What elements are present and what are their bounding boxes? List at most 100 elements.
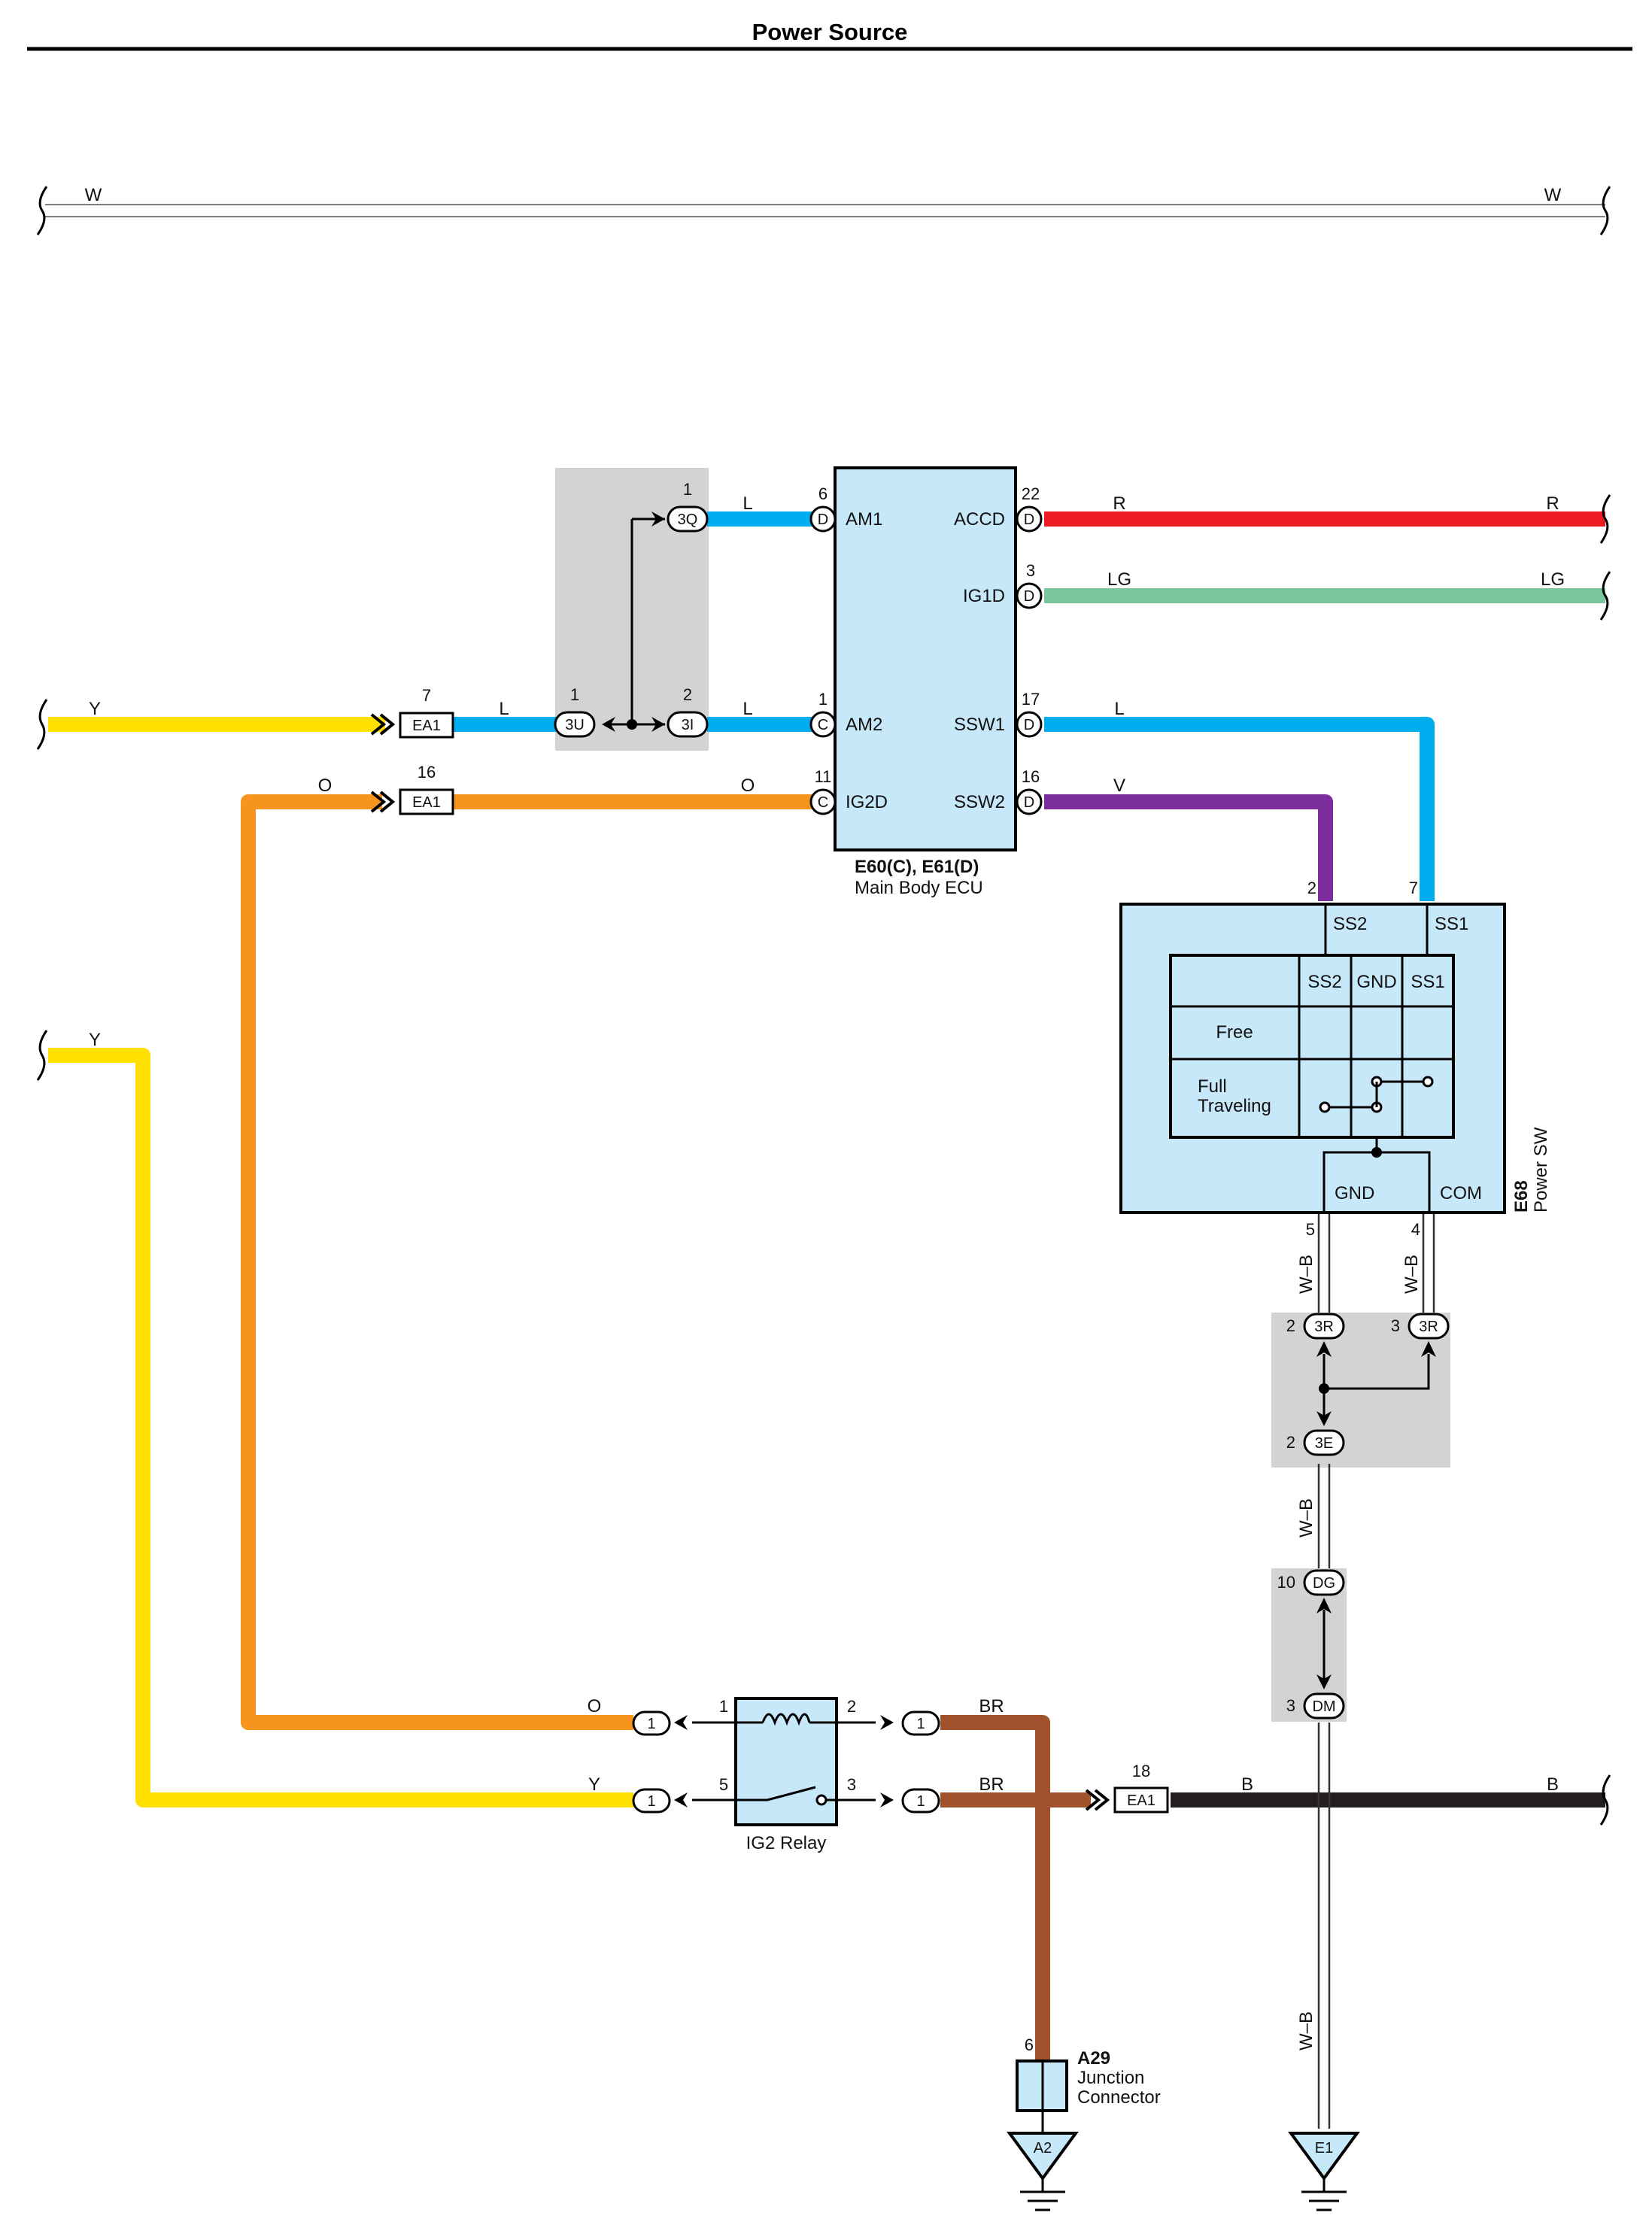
wire-color-label: V	[1113, 776, 1125, 796]
splice-dg-dm: DG 10 DM 3	[1277, 1569, 1345, 1720]
svg-text:1: 1	[570, 685, 579, 704]
svg-text:DG: DG	[1313, 1575, 1335, 1592]
svg-text:3: 3	[1286, 1696, 1295, 1715]
svg-text:Connector: Connector	[1077, 2087, 1161, 2108]
svg-text:COM: COM	[1440, 1183, 1482, 1204]
svg-text:D: D	[1024, 794, 1034, 811]
svg-text:7: 7	[422, 686, 431, 705]
wire-wb	[1317, 1211, 1435, 2129]
svg-text:E1: E1	[1315, 2140, 1333, 2157]
svg-text:D: D	[1024, 511, 1034, 528]
wire-color-label: O	[318, 776, 333, 796]
svg-text:3: 3	[1026, 561, 1035, 580]
ecu-pin-am2: C 1 AM2	[809, 690, 882, 738]
wire-break-symbols	[36, 494, 1611, 1826]
svg-text:1: 1	[719, 1697, 728, 1716]
ecu-pin-ig1d: D 3 IG1D	[963, 561, 1043, 609]
svg-text:1: 1	[647, 1793, 655, 1810]
svg-text:1: 1	[683, 480, 692, 499]
junction-connector-a29: 6 A29 Junction Connector	[1016, 2035, 1161, 2133]
svg-text:GND: GND	[1356, 972, 1396, 992]
svg-text:17: 17	[1022, 690, 1040, 709]
svg-text:5: 5	[719, 1775, 728, 1794]
svg-text:6: 6	[1025, 2035, 1034, 2054]
wire-color-label: L	[742, 699, 752, 719]
ecu-name: Main Body ECU	[855, 878, 983, 898]
relay-name: IG2 Relay	[746, 1833, 827, 1853]
wire-color-label: O	[588, 1696, 602, 1716]
switch-table: SS2 GND SS1 Free Full Traveling	[1169, 954, 1455, 1139]
svg-text:D: D	[818, 511, 828, 528]
wire-o-long	[241, 794, 633, 1730]
svg-text:5: 5	[1306, 1220, 1315, 1239]
svg-text:3Q: 3Q	[678, 511, 698, 528]
connector-relay-y: 1	[632, 1788, 688, 1814]
connector-relay-o: 1	[632, 1710, 688, 1736]
ig2-relay: 1 2 5 3 IG2 Relay	[692, 1697, 876, 1853]
svg-text:D: D	[1024, 717, 1034, 733]
wire-v-ssw2	[1044, 794, 1333, 901]
svg-text:1: 1	[818, 690, 828, 709]
svg-text:GND: GND	[1335, 1183, 1374, 1204]
wire-color-label: L	[742, 493, 752, 514]
wire-br-a29	[940, 1715, 1050, 2061]
svg-text:Traveling: Traveling	[1198, 1096, 1271, 1116]
svg-text:16: 16	[1022, 767, 1040, 786]
wire-color-label: W–B	[1296, 1255, 1316, 1294]
svg-text:11: 11	[815, 767, 832, 786]
main-body-ecu: D 6 AM1 C 1 AM2 C 11 IG2D D 22 ACCD D 3 …	[809, 466, 1043, 898]
svg-text:Full: Full	[1198, 1076, 1227, 1097]
svg-text:IG2D: IG2D	[846, 792, 888, 812]
arrow-3u	[602, 717, 615, 732]
wire-color-label: O	[741, 776, 755, 796]
ecu-pin-accd: D 22 ACCD	[954, 484, 1043, 533]
svg-text:SS2: SS2	[1307, 972, 1341, 992]
svg-text:ACCD: ACCD	[954, 509, 1005, 530]
ground-e1: E1	[1288, 2132, 1360, 2211]
wire-color-label: W–B	[1296, 2011, 1316, 2050]
svg-text:Junction: Junction	[1077, 2068, 1144, 2088]
splice-3r-3e: 3R 2 3R 3 3E 2	[1286, 1313, 1450, 1456]
connector-relay-br2: 1	[880, 1788, 940, 1814]
svg-text:SSW1: SSW1	[954, 715, 1005, 735]
svg-text:16: 16	[418, 763, 436, 782]
svg-text:2: 2	[683, 685, 692, 704]
svg-text:3R: 3R	[1419, 1319, 1438, 1335]
wire-color-label: LG	[1107, 569, 1131, 590]
wire-color-label: Y	[89, 699, 101, 719]
ecu-pin-ig2d: C 11 IG2D	[809, 767, 888, 815]
svg-text:SS1: SS1	[1435, 914, 1468, 934]
wire-color-label: W–B	[1296, 1498, 1316, 1537]
wire-color-label: W	[85, 185, 102, 205]
wire-l-ssw1	[1044, 717, 1435, 901]
connector-3u: 3U 1	[554, 685, 596, 738]
svg-text:2: 2	[847, 1697, 856, 1716]
svg-text:1: 1	[916, 1793, 925, 1810]
wire-break-right	[1599, 186, 1611, 235]
power-sw-code: E68	[1511, 1180, 1532, 1213]
svg-text:DM: DM	[1312, 1698, 1335, 1715]
ecu-pin-am1: D 6 AM1	[809, 484, 882, 533]
svg-text:SSW2: SSW2	[954, 792, 1005, 812]
ecu-code: E60(C), E61(D)	[855, 857, 979, 877]
svg-text:A29: A29	[1077, 2048, 1110, 2069]
svg-text:18: 18	[1132, 1762, 1150, 1780]
wire-color-label: W–B	[1401, 1255, 1422, 1294]
svg-text:EA1: EA1	[1127, 1792, 1155, 1809]
svg-text:1: 1	[647, 1716, 655, 1732]
svg-text:1: 1	[916, 1716, 925, 1732]
svg-text:EA1: EA1	[412, 718, 441, 734]
svg-text:6: 6	[818, 484, 828, 503]
wire-color-label: Y	[89, 1030, 101, 1050]
arrow-3i	[651, 717, 665, 732]
ground-a2: A2	[1007, 2132, 1079, 2211]
svg-text:Free: Free	[1216, 1022, 1253, 1043]
svg-text:7: 7	[1409, 879, 1418, 897]
svg-text:SS1: SS1	[1411, 972, 1444, 992]
svg-text:10: 10	[1277, 1573, 1295, 1592]
power-switch: 2 7 SS2 SS1 SS2 GND SS1 Free Full Travel…	[1119, 879, 1551, 1239]
svg-text:SS2: SS2	[1333, 914, 1367, 934]
ecu-pin-ssw1: D 17 SSW1	[954, 690, 1043, 738]
connector-ea1-b: EA1 18	[1085, 1762, 1169, 1814]
svg-text:AM1: AM1	[846, 509, 882, 530]
